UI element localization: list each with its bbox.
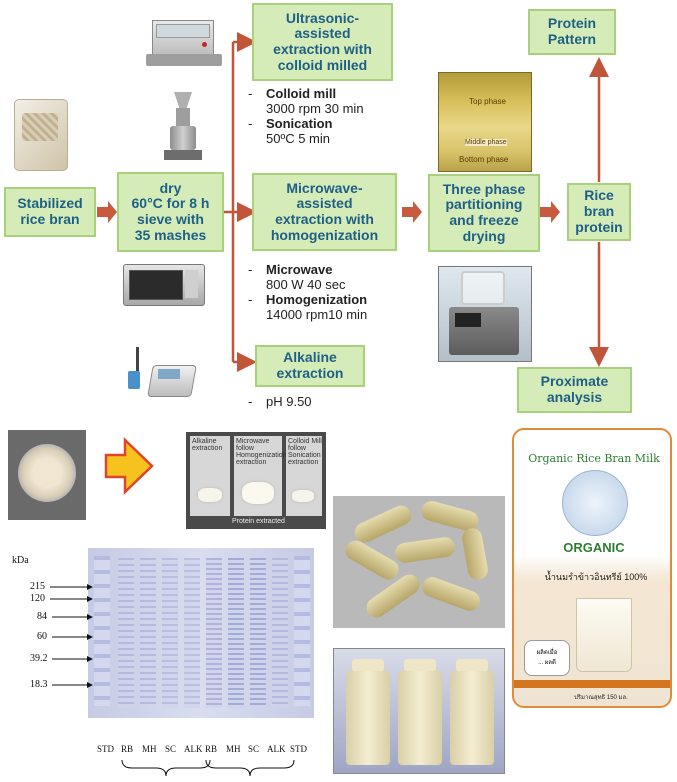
ultrasonic-bath-photo — [142, 12, 227, 70]
bag-colloid-label: Colloid Mill follow Sonication extractio… — [288, 438, 322, 466]
block-arrow-3 — [540, 201, 560, 223]
bags-caption: Protein extracted — [232, 518, 285, 525]
product-volume: ปริมาณสุทธิ 150 มล. — [574, 695, 628, 701]
gel-unit-label: kDa — [12, 555, 29, 566]
box-three-phase-text: Three phase partitioning and freeze dryi… — [442, 180, 526, 244]
bullet: - — [248, 394, 253, 409]
freeze-dryer-photo — [438, 266, 532, 362]
milk-glass-illustration — [576, 598, 632, 672]
ph-meter-photo — [118, 343, 198, 403]
bullet: - — [248, 262, 253, 277]
product-bottom-band — [514, 680, 670, 688]
lane-group-brace — [121, 759, 211, 777]
box-microwave-text: Microwave- assisted extraction with homo… — [270, 179, 379, 243]
product-brand: Organic Rice Bran Milk — [528, 452, 660, 465]
box-protein-pattern-text: Protein Pattern — [547, 15, 597, 47]
box-three-phase: Three phase partitioning and freeze dryi… — [428, 174, 540, 252]
param-homogenization-name: Homogenization — [266, 291, 368, 307]
bag-alkaline-label: Alkaline extraction — [192, 438, 223, 452]
marker-label: 215 — [30, 581, 45, 592]
box-proximate: Proximate analysis — [517, 367, 632, 413]
lane-label: MH — [142, 744, 157, 754]
box-ultrasonic-text: Ultrasonic- assisted extraction with col… — [273, 9, 372, 73]
bag-alkaline: Alkaline extraction — [190, 436, 230, 516]
box-rice-bran-protein-text: Rice bran protein — [575, 187, 623, 235]
lane-label: ALK — [267, 744, 286, 754]
extracted-protein-bags-photo: Alkaline extraction Microwave follow Hom… — [186, 432, 326, 529]
marker-label: 120 — [30, 593, 45, 604]
date-stamp-box: ผลิตเมื่อ ... ผลดี — [524, 640, 570, 676]
rice-bran-bag-photo — [8, 95, 72, 173]
colloid-mill-photo — [152, 90, 212, 166]
param-ph-value: pH 9.50 — [266, 394, 312, 409]
lane-label: STD — [97, 744, 115, 754]
bag-microwave-label: Microwave follow Homogenization extracti… — [236, 438, 287, 466]
lane-group-brace — [205, 759, 295, 777]
microwave-photo — [123, 262, 205, 307]
product-date-label: ผลิตเมื่อ — [536, 650, 558, 656]
lane-label: ALK — [184, 744, 203, 754]
box-dry: dry 60°C for 8 h sieve with 35 mashes — [117, 172, 224, 252]
params-ultrasonic: - Colloid mill 3000 rpm 30 min - Sonicat… — [248, 86, 398, 147]
param-colloid-value: 3000 rpm 30 min — [266, 100, 364, 116]
marker-label: 60 — [37, 631, 47, 642]
phase-bottom-label: Bottom phase — [459, 155, 509, 164]
lane-label: SC — [165, 744, 177, 754]
params-microwave: - Microwave 800 W 40 sec - Homogenizatio… — [248, 262, 418, 323]
lane-label: MH — [226, 744, 241, 754]
param-homogenization-value: 14000 rpm10 min — [266, 306, 368, 322]
phase-middle-label: Middle phase — [465, 139, 507, 146]
bullet: - — [248, 86, 253, 101]
gel-image — [88, 548, 314, 718]
param-microwave-value: 800 W 40 sec — [266, 276, 346, 292]
marker-label: 18.3 — [30, 679, 48, 690]
box-rice-bran-protein: Rice bran protein — [567, 183, 631, 241]
block-arrow-2 — [402, 201, 422, 223]
product-circle — [562, 470, 628, 536]
box-microwave: Microwave- assisted extraction with homo… — [252, 173, 397, 251]
milk-bottles-photo — [333, 648, 505, 774]
params-alkaline: - pH 9.50 — [248, 394, 368, 410]
box-alkaline-text: Alkaline extraction — [276, 349, 344, 381]
product-expiry-label: ... ผลดี — [538, 660, 556, 666]
box-stabilized-text: Stabilized rice bran — [17, 195, 83, 227]
box-dry-text: dry 60°C for 8 h sieve with 35 mashes — [131, 179, 210, 243]
param-microwave-name: Microwave — [266, 262, 333, 277]
lane-label: SC — [248, 744, 260, 754]
box-stabilized-rice-bran: Stabilized rice bran — [4, 187, 96, 237]
marker-label: 84 — [37, 611, 47, 622]
bullet: - — [248, 115, 253, 131]
protein-powder-photo — [8, 430, 86, 520]
lane-label: STD — [290, 744, 308, 754]
bullet: - — [248, 291, 253, 307]
product-label: Organic Rice Bran Milk ORGANIC น้ำนมรำข้… — [512, 428, 672, 708]
phase-top-label: Top phase — [469, 97, 506, 106]
box-proximate-text: Proximate analysis — [540, 373, 609, 405]
lane-label: RB — [205, 744, 218, 754]
box-alkaline: Alkaline extraction — [255, 345, 365, 387]
block-arrow-1 — [97, 201, 117, 223]
three-phase-tube-photo: Top phase Middle phase Bottom phase — [438, 72, 532, 172]
product-thai-name: น้ำนมรำข้าวอินทรีย์ 100% — [544, 572, 648, 582]
param-sonication-value: 50ºC 5 min — [266, 130, 330, 146]
param-colloid-name: Colloid mill — [266, 86, 337, 101]
capsules-photo — [333, 496, 505, 628]
param-sonication-name: Sonication — [266, 115, 333, 131]
box-ultrasonic: Ultrasonic- assisted extraction with col… — [252, 3, 393, 81]
lane-label: RB — [121, 744, 134, 754]
marker-label: 39.2 — [30, 653, 48, 664]
box-protein-pattern: Protein Pattern — [528, 9, 616, 55]
product-organic: ORGANIC — [563, 540, 625, 555]
transition-arrow — [104, 437, 154, 495]
bag-microwave: Microwave follow Homogenization extracti… — [234, 436, 287, 516]
bag-colloid: Colloid Mill follow Sonication extractio… — [286, 436, 322, 516]
